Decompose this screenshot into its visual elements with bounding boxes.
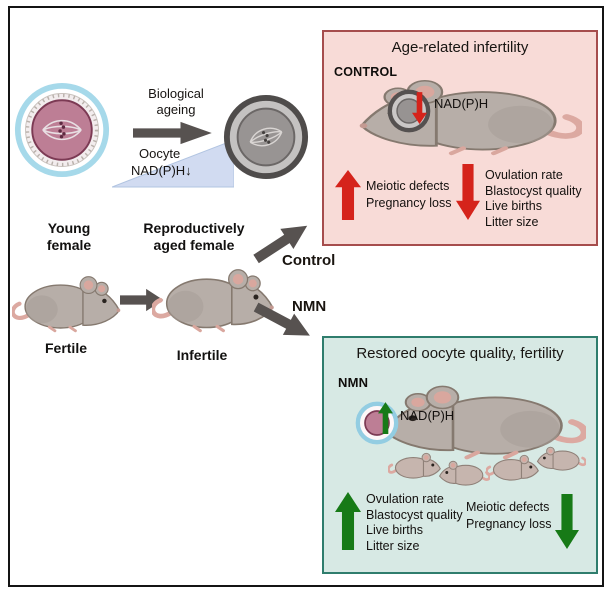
young-oocyte-illustration bbox=[14, 82, 110, 178]
wedge-nadph-label: NAD(P)H↓ bbox=[131, 163, 192, 179]
infertile-label: Infertile bbox=[176, 347, 228, 363]
control-decrease-arrow bbox=[456, 164, 480, 220]
list-item: Meiotic defects bbox=[366, 179, 450, 193]
control-group-label: CONTROL bbox=[334, 65, 398, 79]
young-oocyte-spindle bbox=[42, 119, 82, 141]
list-item: Blastocyst quality bbox=[366, 507, 463, 522]
list-item: Blastocyst quality bbox=[485, 183, 582, 198]
list-item: Litter size bbox=[485, 214, 539, 229]
list-item: Litter size bbox=[366, 538, 420, 553]
nmn-nadph-label: NAD(P)H bbox=[400, 408, 455, 423]
biological-ageing-label: Biological ageing bbox=[148, 86, 204, 117]
nmn-group-label: NMN bbox=[338, 375, 369, 390]
young-female-mouse bbox=[12, 262, 124, 338]
wedge-oocyte-label: Oocyte bbox=[139, 146, 181, 161]
ageing-arrow bbox=[133, 121, 212, 145]
fertile-label: Fertile bbox=[44, 340, 87, 356]
young-oocyte-nucleus bbox=[31, 99, 93, 161]
control-nadph-label: NAD(P)H bbox=[434, 96, 489, 111]
list-item: Pregnancy loss bbox=[466, 517, 552, 531]
nadph-decline-wedge bbox=[112, 139, 234, 188]
list-item: Live births bbox=[485, 199, 542, 213]
figure-border bbox=[8, 6, 604, 587]
aged-oocyte-spindle bbox=[249, 127, 283, 147]
control-nadph-down-arrow bbox=[412, 92, 427, 124]
nmn-branch-arrow bbox=[253, 302, 310, 336]
control-increase-list: Meiotic defects Pregnancy loss bbox=[366, 178, 451, 212]
wedge-down-arrow-glyph: ↓ bbox=[185, 163, 192, 178]
young-oocyte-granules bbox=[25, 93, 99, 167]
young-female-label: Young female bbox=[46, 220, 92, 253]
wedge-nadph-text: NAD(P)H bbox=[131, 163, 186, 178]
nmn-panel: Restored oocyte quality, fertility NMN N… bbox=[322, 336, 598, 574]
list-item: Ovulation rate bbox=[485, 168, 563, 182]
list-item: Meiotic defects bbox=[466, 500, 550, 514]
nmn-decrease-arrow bbox=[555, 494, 579, 549]
nmn-nadph-up-arrow bbox=[378, 402, 393, 434]
control-branch-arrow bbox=[253, 225, 308, 264]
nmn-panel-title: Restored oocyte quality, fertility bbox=[356, 345, 564, 362]
control-increase-arrow bbox=[335, 170, 361, 220]
control-decrease-list: Ovulation rate Blastocyst quality Live b… bbox=[485, 168, 582, 230]
nmn-pup bbox=[536, 445, 586, 472]
control-panel: Age-related infertility CONTROL NAD(P)H … bbox=[322, 30, 598, 246]
nmn-decrease-list: Meiotic defects Pregnancy loss bbox=[466, 499, 551, 533]
nmn-branch-label: NMN bbox=[292, 298, 327, 315]
control-branch-label: Control bbox=[282, 252, 336, 269]
nmn-increase-arrow bbox=[335, 492, 361, 550]
aged-female-label: Reproductively aged female bbox=[143, 220, 245, 253]
nmn-increase-list: Ovulation rate Blastocyst quality Live b… bbox=[366, 492, 463, 554]
aged-oocyte-illustration bbox=[223, 94, 309, 180]
list-item: Ovulation rate bbox=[366, 492, 444, 506]
list-item: Live births bbox=[366, 523, 423, 537]
control-panel-title: Age-related infertility bbox=[391, 39, 529, 56]
nmn-pup bbox=[438, 459, 490, 487]
list-item: Pregnancy loss bbox=[366, 196, 452, 210]
nmn-oocyte bbox=[355, 401, 399, 445]
aged-oocyte-nucleus bbox=[236, 107, 296, 167]
